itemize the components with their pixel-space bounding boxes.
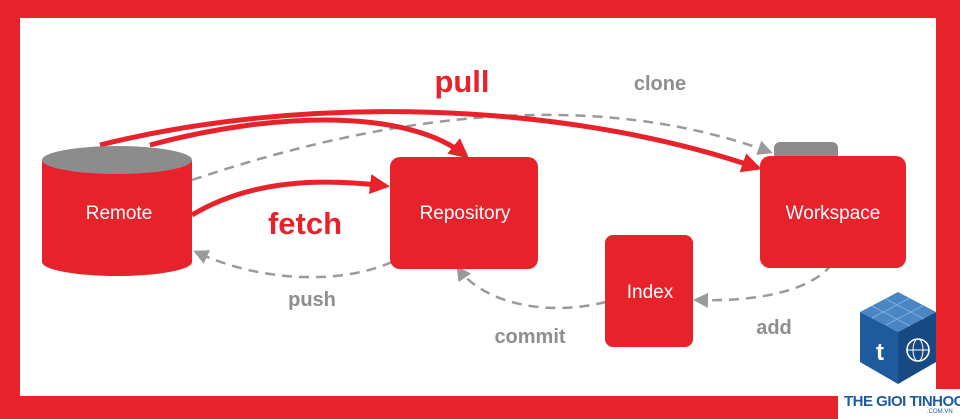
add-label: add [756, 317, 792, 339]
add-arrow [693, 263, 833, 308]
workspace-node: Workspace [760, 142, 906, 268]
index-label: Index [627, 282, 674, 303]
push-label: push [288, 289, 336, 311]
logo-letter: t [876, 339, 884, 366]
push-arrow [193, 250, 393, 279]
fetch-label: fetch [268, 206, 342, 241]
brand-domain: .COM.VN [927, 409, 953, 415]
brand-block: THE GIOI TINHOC .COM.VN [838, 389, 960, 419]
index-node: Index [605, 235, 693, 347]
commit-label: commit [494, 326, 565, 348]
commit-arrow [456, 265, 607, 310]
remote-label: Remote [86, 203, 153, 224]
pull-arrow [99, 109, 762, 173]
pull-repo-arrow [149, 117, 470, 159]
workspace-label: Workspace [786, 203, 881, 224]
clone-label: clone [634, 73, 686, 95]
fetch-arrow [190, 174, 390, 218]
repository-node: Repository [390, 157, 538, 269]
pull-label: pull [434, 64, 489, 99]
brand-name: THE GIOI TINHOC [844, 393, 960, 410]
remote-node: Remote [42, 146, 192, 276]
repository-label: Repository [420, 203, 511, 224]
brand-logo-icon: t [860, 292, 936, 384]
